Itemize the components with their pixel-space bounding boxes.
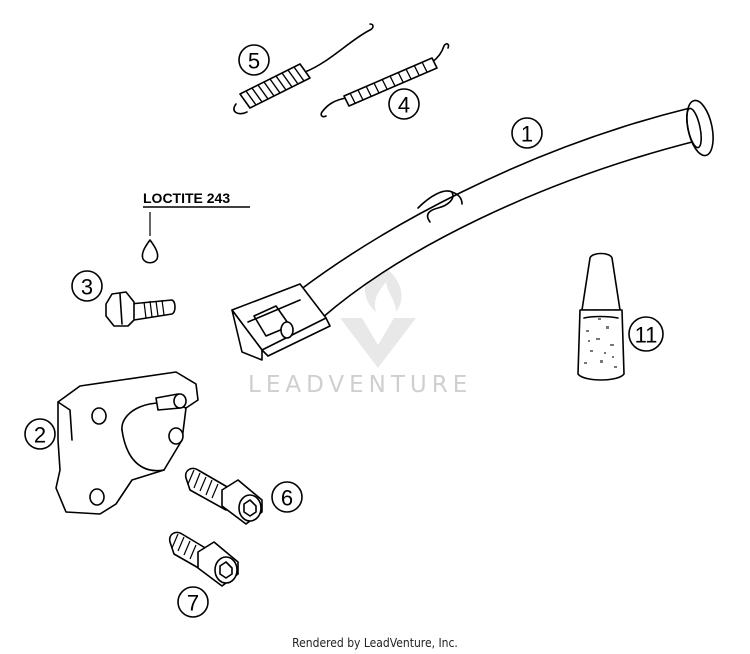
callout-3: 3 <box>71 270 103 302</box>
screw-part-6 <box>184 467 263 525</box>
spring-part-4 <box>320 43 450 118</box>
drop-icon <box>141 239 159 264</box>
callout-7: 7 <box>177 586 209 618</box>
callout-4: 4 <box>388 88 420 120</box>
spring-coils-5 <box>245 66 305 106</box>
spring-coils-4 <box>349 61 428 104</box>
bottle-part-11 <box>577 252 625 381</box>
callout-11: 11 <box>628 316 664 352</box>
bracket-part-2 <box>55 371 199 515</box>
callout-5-label: 5 <box>248 49 260 74</box>
callout-1: 1 <box>511 117 543 149</box>
loctite-note: LOCTITE 243 <box>141 190 250 264</box>
watermark-text: LEADVENTURE <box>248 372 472 398</box>
screw-part-7 <box>168 531 239 587</box>
callout-1-label: 1 <box>521 122 533 147</box>
callout-4-label: 4 <box>398 93 410 118</box>
callout-2-label: 2 <box>34 423 46 448</box>
spring-part-5 <box>233 23 374 115</box>
callout-7-label: 7 <box>187 591 199 616</box>
side-stand-part-1 <box>231 99 714 361</box>
watermark: LEADVENTURE <box>248 262 472 398</box>
callout-3-label: 3 <box>81 275 93 300</box>
footer-credit: Rendered by LeadVenture, Inc. <box>292 636 458 650</box>
bolt-part-3 <box>105 291 176 327</box>
callout-2: 2 <box>24 418 56 450</box>
callout-6: 6 <box>271 481 303 513</box>
callout-6-label: 6 <box>281 486 293 511</box>
loctite-label: LOCTITE 243 <box>143 190 230 206</box>
callout-5: 5 <box>238 44 270 76</box>
callout-11-label: 11 <box>635 323 658 348</box>
